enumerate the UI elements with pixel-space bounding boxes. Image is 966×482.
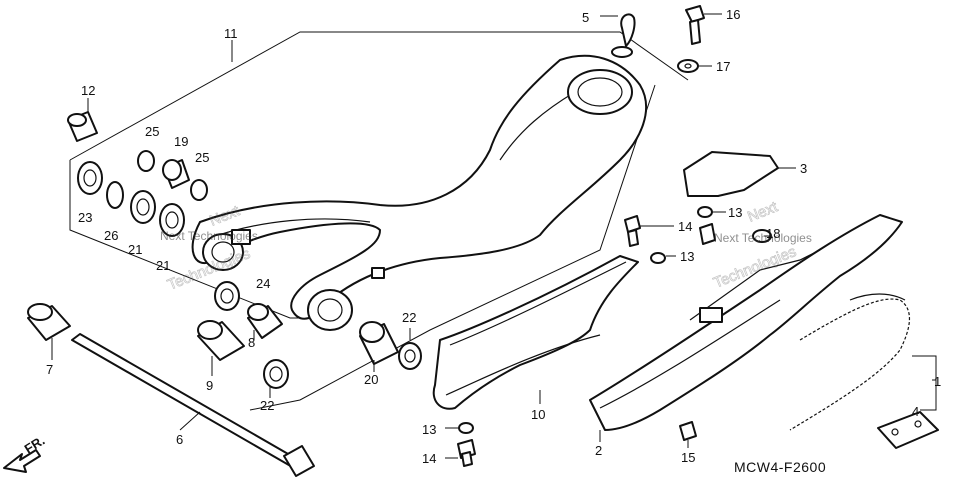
circlip-26[interactable] <box>106 181 124 209</box>
label-26: 26 <box>104 228 118 243</box>
part-labels: 11 12 25 19 25 23 26 21 21 24 5 16 17 3 … <box>46 7 941 466</box>
label-13b: 13 <box>680 249 694 264</box>
label-24: 24 <box>256 276 270 291</box>
label-10: 10 <box>531 407 545 422</box>
collar-19[interactable] <box>162 159 190 189</box>
washer-17[interactable] <box>677 59 699 73</box>
nut-13a[interactable] <box>697 206 713 218</box>
bearing-12[interactable] <box>67 111 98 142</box>
bushing-9[interactable] <box>197 320 245 361</box>
label-5: 5 <box>582 10 589 25</box>
bolt-14a[interactable] <box>624 215 641 247</box>
seal-24[interactable] <box>214 281 240 311</box>
swingarm[interactable] <box>191 54 648 331</box>
label-14b: 14 <box>422 451 436 466</box>
label-11: 11 <box>224 26 238 41</box>
diagram-code: MCW4-F2600 <box>734 459 826 475</box>
bearing-21b[interactable] <box>159 203 185 237</box>
seal-22a[interactable] <box>263 359 289 389</box>
bearing-21a[interactable] <box>130 190 156 224</box>
bolt-14b-upper[interactable] <box>699 223 716 245</box>
master-link-4[interactable] <box>877 411 939 449</box>
label-7: 7 <box>46 362 53 377</box>
svg-text:Next: Next <box>745 198 781 226</box>
seal-23[interactable] <box>77 161 103 195</box>
seal-22b[interactable] <box>398 342 422 370</box>
label-2: 2 <box>595 443 602 458</box>
label-13a: 13 <box>728 205 742 220</box>
bushing-8[interactable] <box>247 303 283 339</box>
label-4: 4 <box>912 404 919 419</box>
leader-lines <box>51 13 937 459</box>
label-23: 23 <box>78 210 92 225</box>
group-outline <box>69 31 689 411</box>
label-13c: 13 <box>422 422 436 437</box>
washer-25b[interactable] <box>190 179 208 201</box>
label-21a: 21 <box>128 242 142 257</box>
washer-25a[interactable] <box>137 150 155 172</box>
nut-13c[interactable] <box>458 422 474 434</box>
bolt-14c[interactable] <box>457 439 476 467</box>
label-6: 6 <box>176 432 183 447</box>
bolt-15[interactable] <box>679 421 697 441</box>
clip-5[interactable] <box>611 13 636 58</box>
label-25a: 25 <box>145 124 159 139</box>
cover-3[interactable] <box>683 151 779 197</box>
label-9: 9 <box>206 378 213 393</box>
pivot-collar-7[interactable] <box>27 303 71 341</box>
label-25b: 25 <box>195 150 209 165</box>
label-19: 19 <box>174 134 188 149</box>
label-3: 3 <box>800 161 807 176</box>
drive-chain-1[interactable] <box>789 293 910 431</box>
nut-13b[interactable] <box>650 252 666 264</box>
bearing-20[interactable] <box>359 321 399 365</box>
label-15: 15 <box>681 450 695 465</box>
label-22b: 22 <box>402 310 416 325</box>
label-8: 8 <box>248 335 255 350</box>
label-21b: 21 <box>156 258 170 273</box>
svg-text:Next Technologies: Next Technologies <box>714 231 812 245</box>
chain-slider-10[interactable] <box>432 255 639 410</box>
label-16: 16 <box>726 7 740 22</box>
direction-label: FR. <box>22 433 48 457</box>
direction-arrow: FR. <box>3 433 48 473</box>
label-17: 17 <box>716 59 730 74</box>
grommet-18[interactable] <box>752 229 772 243</box>
label-12: 12 <box>81 83 95 98</box>
chain-case-2[interactable] <box>589 214 903 431</box>
label-22a: 22 <box>260 398 274 413</box>
label-20: 20 <box>364 372 378 387</box>
svg-text:Next Technologies: Next Technologies <box>160 229 258 243</box>
pivot-bolt-6[interactable] <box>71 333 315 477</box>
label-18: 18 <box>766 226 780 241</box>
label-1: 1 <box>934 374 941 389</box>
bolt-16[interactable] <box>685 5 705 45</box>
label-14a: 14 <box>678 219 692 234</box>
